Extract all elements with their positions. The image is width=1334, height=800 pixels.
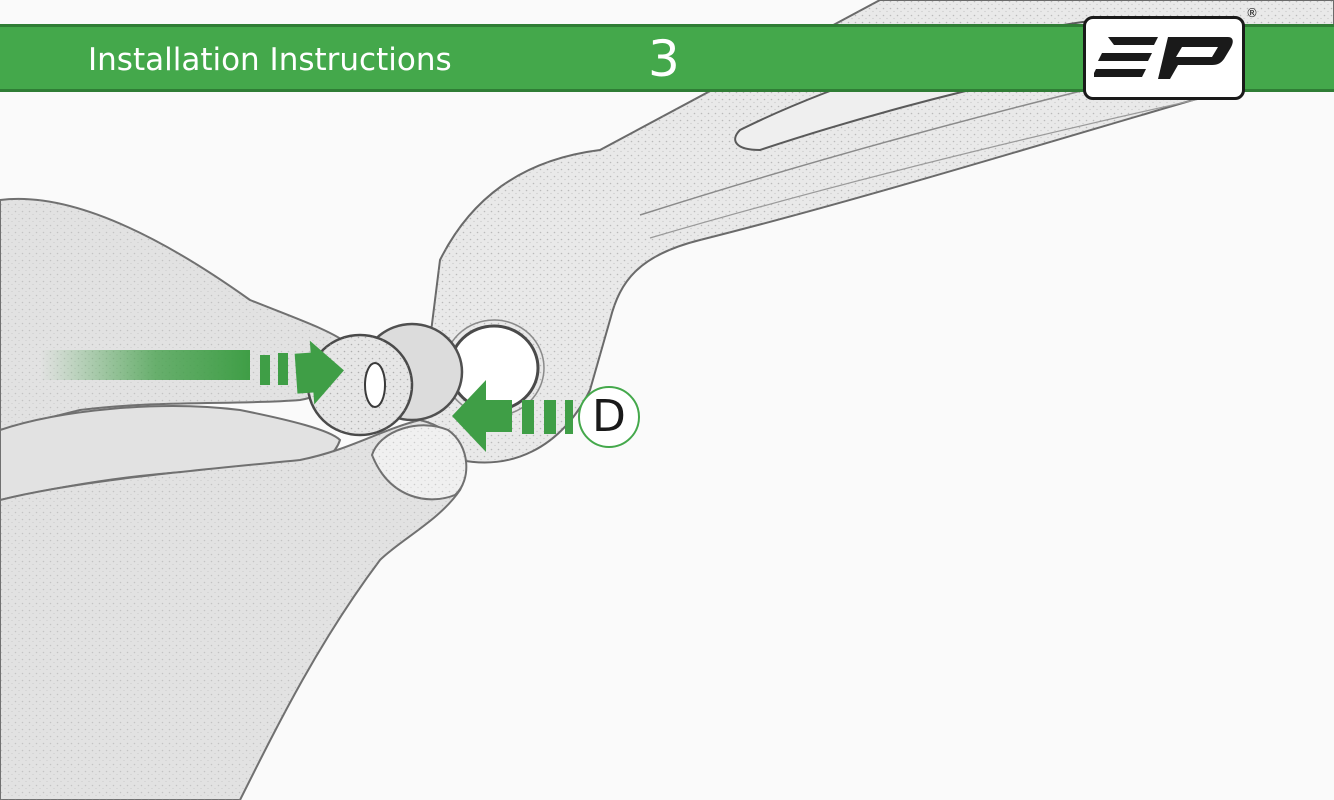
- ep-logo-icon: [1094, 29, 1234, 87]
- step-number: 3: [648, 28, 680, 90]
- callout-letter: D: [580, 388, 638, 446]
- callout-label-d: D: [578, 386, 640, 448]
- brand-logo: [1083, 16, 1245, 100]
- page-title: Installation Instructions: [88, 36, 452, 84]
- registered-mark: ®: [1246, 6, 1258, 20]
